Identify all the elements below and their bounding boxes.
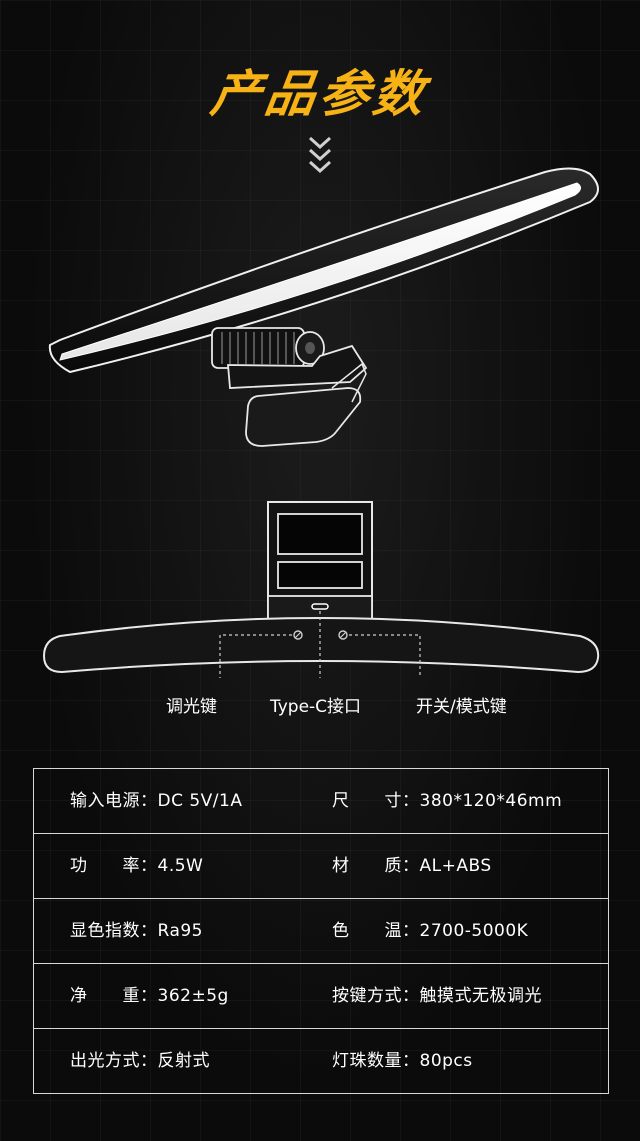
lamp-illustration: [48, 167, 599, 447]
mode-button-icon: [338, 630, 348, 640]
table-row: 输入电源：DC 5V/1A 尺 寸：380*120*46mm: [34, 769, 608, 834]
table-row: 净 重：362±5g 按键方式：触摸式无极调光: [34, 964, 608, 1029]
spec-power: 功 率：4.5W: [70, 856, 204, 876]
usb-c-port-icon: [311, 603, 329, 610]
spec-input-power: 输入电源：DC 5V/1A: [70, 791, 243, 811]
spec-button-type: 按键方式：触摸式无极调光: [332, 986, 542, 1006]
spec-light-mode: 出光方式：反射式: [70, 1051, 210, 1071]
spec-size: 尺 寸：380*120*46mm: [332, 791, 563, 811]
dimmer-key-label: 调光键: [166, 697, 217, 717]
table-row: 显色指数：Ra95 色 温：2700-5000K: [34, 899, 608, 964]
page-title: 产品参数: [207, 65, 432, 123]
typec-port-label: Type-C接口: [270, 697, 362, 717]
spec-color-temp: 色 温：2700-5000K: [332, 921, 529, 941]
spec-net-weight: 净 重：362±5g: [70, 986, 229, 1006]
dimmer-button-icon: [293, 630, 303, 640]
spec-led-count: 灯珠数量：80pcs: [332, 1051, 473, 1071]
spec-cri: 显色指数：Ra95: [70, 921, 203, 941]
table-row: 功 率：4.5W 材 质：AL+ABS: [34, 834, 608, 899]
table-row: 出光方式：反射式 灯珠数量：80pcs: [34, 1029, 608, 1094]
spec-material: 材 质：AL+ABS: [332, 856, 492, 876]
switch-mode-key-label: 开关/模式键: [416, 697, 507, 717]
lamp-front-view: [42, 501, 600, 678]
spec-table: 输入电源：DC 5V/1A 尺 寸：380*120*46mm 功 率：4.5W …: [33, 768, 609, 1094]
chevron-down-icon: [308, 136, 332, 174]
